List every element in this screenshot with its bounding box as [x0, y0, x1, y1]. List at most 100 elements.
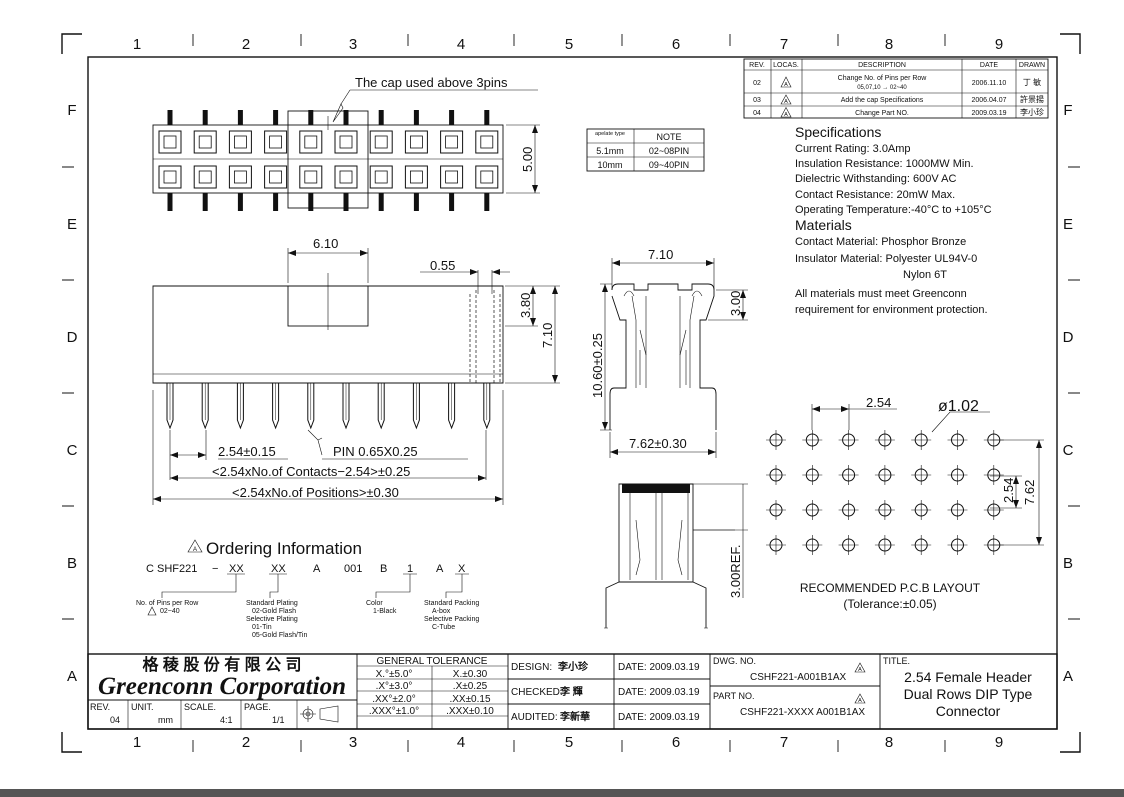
front-pin: [166, 383, 174, 430]
dim-ref: 3.00REF.: [728, 545, 743, 598]
pcb-hole-crosshair: [838, 465, 859, 485]
ordering-legend-packing: Standard Packing: [424, 600, 479, 607]
row-label: D: [67, 329, 78, 346]
table-row-rev: 02: [753, 80, 761, 87]
ordering-code-packing: X: [458, 563, 466, 575]
ordering-legend-plating: 05-Gold Flash/Tin: [252, 632, 307, 639]
pin-cell: [228, 165, 252, 189]
pin-cell-inner: [198, 135, 212, 149]
svg-text:A: A: [858, 667, 862, 673]
pin-cell: [193, 165, 217, 189]
dim-pitch: 2.54±0.15: [218, 444, 276, 459]
pin-cell-inner: [198, 170, 212, 184]
drawing-frame: [61, 33, 1081, 753]
top-pin: [308, 110, 314, 125]
pin-cell: [334, 165, 358, 189]
svg-text:A: A: [784, 99, 788, 105]
front-pin: [342, 383, 350, 430]
row-label: D: [1063, 329, 1074, 346]
ordering-legend-pins: 02~40: [160, 608, 180, 615]
column-label: 4: [457, 36, 465, 53]
top-pin: [413, 110, 419, 125]
ordering-code-pins: XX: [229, 563, 244, 575]
ordering-legend-plating: Standard Plating: [246, 600, 298, 607]
pcb-hole-crosshair: [838, 500, 859, 520]
row-label: F: [1063, 102, 1072, 119]
checked-date: DATE: 2009.03.19: [618, 687, 700, 698]
pcb-hole-crosshair: [874, 535, 895, 555]
cap-note: The cap used above 3pins: [355, 75, 508, 90]
top-pin: [202, 193, 208, 211]
drawing-title-line: Connector: [936, 703, 1001, 719]
dim-pin-width: 0.55: [430, 258, 455, 273]
tolerance-linear: .X±0.25: [453, 681, 488, 692]
rev-value: 04: [110, 715, 120, 725]
dim-pcb-rows: 7.62: [1022, 480, 1037, 505]
pcb-hole-crosshair: [802, 465, 823, 485]
top-pin: [237, 110, 243, 125]
pcb-hole-crosshair: [802, 430, 823, 450]
materials-title: Materials: [795, 217, 852, 233]
top-pin: [449, 110, 455, 125]
svg-text:A: A: [193, 547, 197, 553]
company-name-cn: 格 稜 股 份 有 限 公 司: [142, 655, 301, 674]
row-label: B: [67, 555, 77, 572]
column-label: 1: [133, 36, 141, 53]
pcb-hole-crosshair: [911, 535, 932, 555]
pin-cell-inner: [374, 170, 388, 184]
table-row-drawn: 許景揚: [1020, 94, 1044, 104]
desc-col-header: DESCRIPTION: [858, 62, 906, 69]
note-col-note-header: NOTE: [656, 132, 681, 142]
pin-cell: [158, 130, 182, 154]
table-row-date: 2006.11.10: [972, 80, 1007, 87]
top-pin: [202, 110, 208, 125]
pin-cell: [264, 130, 288, 154]
pin-cell-inner: [163, 170, 177, 184]
column-label: 9: [995, 734, 1003, 751]
pcb-layout: 2.54 ø1.02 2.54 7.62 RECOMMENDED P.C.B L…: [766, 395, 1044, 611]
top-pin: [378, 193, 384, 211]
design-date: DATE: 2009.03.19: [618, 662, 700, 673]
pin-cell: [228, 130, 252, 154]
top-pin: [484, 193, 490, 211]
row-label: C: [67, 442, 78, 459]
column-label: 3: [349, 734, 357, 751]
scale-label: SCALE.: [184, 702, 216, 712]
pin-cell-inner: [233, 135, 247, 149]
checked-by: 李 輝: [559, 685, 583, 698]
revision-triangle-icon: A: [854, 662, 866, 673]
column-label: 5: [565, 36, 573, 53]
column-label: 1: [133, 734, 141, 751]
dim-cap-width: 6.10: [313, 236, 338, 251]
row-label: A: [1063, 668, 1073, 685]
svg-text:A: A: [784, 82, 788, 88]
top-pin: [273, 193, 279, 211]
column-label: 8: [885, 734, 893, 751]
material-line: Nylon 6T: [903, 269, 947, 281]
front-view: 6.10 0.55 3.80 7.10 2.54±0.15 PIN 0.65X0…: [152, 236, 560, 505]
drawn-col-header: DRAWN: [1019, 62, 1045, 69]
front-pin: [201, 383, 209, 430]
top-pin: [413, 193, 419, 211]
ordering-legend-color: Color: [366, 600, 383, 607]
pcb-hole-crosshair: [874, 430, 895, 450]
pin-cell: [404, 130, 428, 154]
pin-cell-inner: [304, 135, 318, 149]
dim-row-spacing: 7.62±0.30: [629, 436, 687, 451]
pcb-hole-crosshair: [983, 465, 1004, 485]
pin-cell-inner: [480, 170, 494, 184]
row-label: F: [67, 102, 76, 119]
scale-value: 4:1: [220, 715, 233, 725]
pcb-hole-crosshair: [983, 500, 1004, 520]
dim-pin-size: PIN 0.65X0.25: [333, 444, 418, 459]
table-row-note: 09~40PIN: [649, 160, 689, 170]
spec-line: Dielectric Withstanding: 600V AC: [795, 173, 956, 185]
pin-cell-inner: [374, 135, 388, 149]
table-row-date: 2006.04.07: [971, 97, 1006, 104]
ordering-legend-color: 1-Black: [373, 608, 397, 615]
spec-line: Current Rating: 3.0Amp: [795, 143, 911, 155]
pin-cell: [475, 165, 499, 189]
pcb-hole-crosshair: [766, 500, 786, 520]
table-row-type: 5.1mm: [596, 146, 624, 156]
audited-label: AUDITED:: [511, 712, 558, 723]
